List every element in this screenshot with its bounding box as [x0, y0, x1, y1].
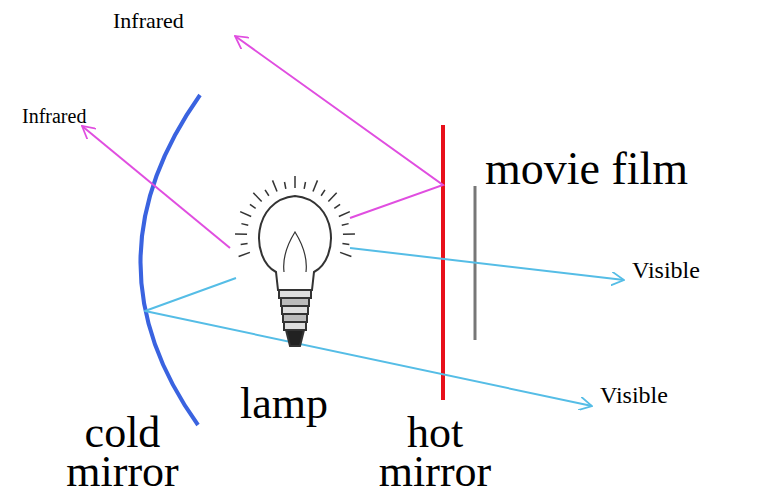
glow-stroke	[240, 212, 251, 217]
glow-stroke	[328, 193, 336, 202]
infrared-ray	[82, 126, 230, 248]
cold-mirror	[140, 95, 200, 425]
glow-stroke	[321, 190, 325, 196]
glow-stroke	[253, 193, 261, 202]
glow-stroke	[334, 204, 340, 208]
glow-stroke	[339, 212, 350, 217]
glow-stroke	[294, 176, 296, 188]
glow-stroke	[235, 233, 247, 235]
ray-label: Infrared	[22, 106, 86, 126]
glow-stroke	[250, 204, 256, 208]
glow-stroke	[285, 182, 286, 189]
hot-mirror	[441, 125, 445, 400]
visible-ray	[145, 278, 592, 406]
lamp-bulb	[259, 196, 331, 346]
part-label: lamp	[240, 382, 328, 426]
glow-stroke	[304, 182, 305, 189]
infrared-ray	[235, 36, 443, 218]
glow-stroke	[273, 180, 277, 191]
glow-stroke	[340, 252, 351, 256]
glow-stroke	[241, 244, 248, 245]
visible-ray	[350, 248, 624, 280]
ray-label: Visible	[632, 258, 700, 282]
ray-label: Visible	[600, 383, 668, 407]
glow-stroke	[342, 224, 349, 226]
glow-stroke	[342, 244, 349, 245]
lamp-glow	[235, 176, 355, 257]
part-label: hot mirror	[355, 414, 515, 491]
glow-stroke	[241, 224, 248, 226]
ray-label: Infrared	[113, 10, 184, 32]
glow-stroke	[265, 190, 269, 196]
part-label: movie film	[485, 146, 688, 192]
part-label: cold mirror	[50, 414, 195, 491]
glow-stroke	[313, 180, 317, 191]
glow-stroke	[239, 252, 250, 256]
glow-stroke	[343, 233, 355, 235]
